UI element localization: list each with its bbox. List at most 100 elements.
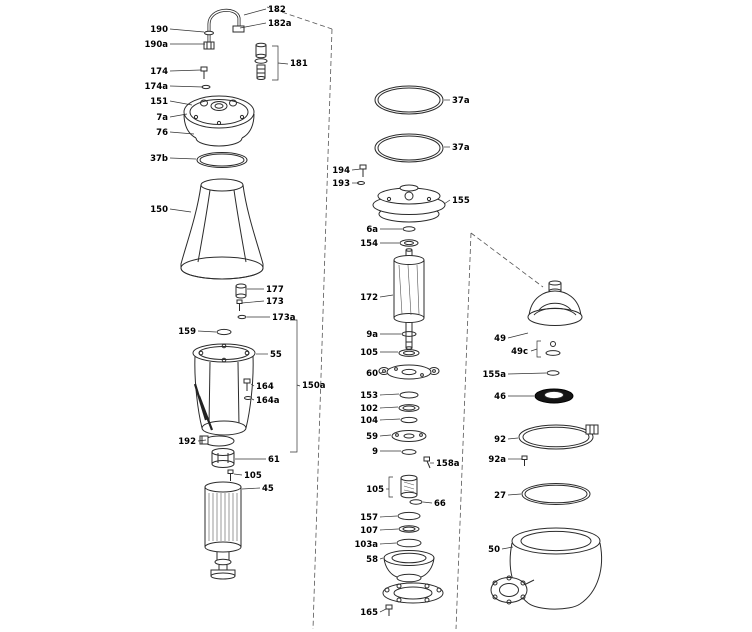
part-label-103a: 103a	[355, 540, 379, 550]
ring-104-drawing	[400, 416, 418, 424]
part-label-46: 46	[494, 392, 506, 402]
part-label-164: 164	[256, 382, 274, 392]
part-label-59: 59	[366, 432, 378, 442]
ring-153-drawing	[399, 391, 419, 399]
part-label-181: 181	[290, 59, 308, 69]
rotor-shaft-172-drawing	[393, 248, 425, 350]
impeller-49-drawing	[527, 280, 583, 326]
screw-165-drawing	[385, 604, 393, 616]
shaft-seal-46-drawing	[534, 388, 574, 404]
part-label-60: 60	[366, 369, 378, 379]
cable-gland-parts-drawing	[200, 30, 215, 90]
part-label-105-left: 105	[244, 471, 262, 481]
part-label-157: 157	[360, 513, 378, 523]
part-label-153: 153	[360, 391, 378, 401]
part-label-66: 66	[434, 499, 446, 509]
part-label-194: 194	[332, 166, 350, 176]
ring-157-drawing	[397, 511, 421, 521]
part-label-49c: 49c	[511, 347, 528, 357]
oring-37a-lower-drawing	[374, 133, 444, 163]
part-label-49: 49	[494, 334, 506, 344]
clamp-192-drawing	[199, 435, 235, 447]
ring-103a-drawing	[396, 538, 422, 548]
bearing-cover-155-drawing	[372, 184, 446, 223]
ring-105-mid-drawing	[398, 349, 420, 357]
screw-164-drawing	[243, 378, 252, 400]
part-label-7a: 7a	[156, 113, 168, 123]
part-label-151: 151	[150, 97, 168, 107]
part-label-158a: 158a	[436, 459, 460, 469]
bearing-plate-60-drawing	[378, 364, 440, 380]
leader-lines	[169, 8, 547, 613]
construction-lines	[266, 6, 544, 630]
stator-housing-55-drawing	[192, 343, 256, 436]
oring-9a-drawing	[401, 331, 417, 337]
part-label-177: 177	[266, 285, 284, 295]
oring-159-drawing	[216, 328, 232, 336]
part-label-159: 159	[178, 327, 196, 337]
middle-assembly-drawing	[357, 85, 446, 616]
part-label-155a: 155a	[483, 370, 507, 380]
part-label-37a-2: 37a	[452, 143, 470, 153]
part-label-173: 173	[266, 297, 284, 307]
part-label-107: 107	[360, 526, 378, 536]
part-label-6a: 6a	[366, 225, 378, 235]
part-label-155: 155	[452, 196, 470, 206]
part-label-190: 190	[150, 25, 168, 35]
part-label-190a: 190a	[145, 40, 169, 50]
oring-27-drawing	[521, 483, 591, 505]
power-cable-drawing	[207, 8, 245, 44]
ring-6a-drawing	[402, 226, 416, 232]
left-assembly-drawing	[180, 8, 268, 580]
part-label-61: 61	[268, 455, 280, 465]
top-cover-drawing	[183, 95, 255, 147]
part-label-9a: 9a	[366, 330, 378, 340]
parts-49c-drawing	[545, 341, 561, 356]
part-label-37a-1: 37a	[452, 96, 470, 106]
part-label-150a: 150a	[302, 381, 326, 391]
strainer-45-drawing	[204, 481, 242, 553]
part-label-174a: 174a	[145, 82, 169, 92]
oring-9-drawing	[401, 449, 417, 455]
screw-92a-drawing	[521, 455, 528, 466]
part-label-9: 9	[372, 447, 378, 457]
discharge-flange-drawing	[382, 582, 444, 604]
part-label-104: 104	[360, 416, 378, 426]
screws-194-193-drawing	[357, 164, 367, 185]
clamp-band-92-drawing	[518, 424, 599, 450]
part-label-192: 192	[178, 437, 196, 447]
ring-155a-drawing	[546, 370, 560, 376]
part-label-150: 150	[150, 205, 168, 215]
washer-66-drawing	[409, 499, 423, 505]
part-labels: 190 190a 182 182a 174 174a 181 151 7a 76…	[145, 5, 528, 618]
oring-37b-drawing	[196, 152, 248, 168]
connector-177-drawing	[235, 283, 247, 320]
part-label-92a: 92a	[488, 455, 506, 465]
part-label-92: 92	[494, 435, 506, 445]
screw-105-left-drawing	[227, 469, 234, 481]
part-label-164a: 164a	[256, 396, 280, 406]
base-foot-drawing	[210, 552, 236, 580]
part-label-172: 172	[360, 293, 378, 303]
part-label-50: 50	[488, 545, 500, 555]
cable-plug-181-drawing	[254, 42, 268, 80]
part-label-55: 55	[270, 350, 282, 360]
pump-housing-50-drawing	[490, 527, 603, 610]
shaft-seal-105-drawing	[400, 474, 418, 499]
part-label-174: 174	[150, 67, 168, 77]
right-assembly-drawing	[490, 280, 603, 610]
part-label-165: 165	[360, 608, 378, 618]
part-label-182: 182	[268, 5, 286, 15]
oring-37a-upper-drawing	[374, 85, 444, 115]
part-label-105-mid-2: 105	[366, 485, 384, 495]
screw-158a-drawing	[423, 456, 431, 469]
part-label-76: 76	[156, 128, 168, 138]
ring-107-drawing	[398, 525, 420, 533]
washer-154-drawing	[399, 239, 419, 247]
part-label-173a: 173a	[272, 313, 296, 323]
disc-59-drawing	[391, 430, 427, 442]
part-label-105-mid-1: 105	[360, 348, 378, 358]
part-label-182a: 182a	[268, 19, 292, 29]
